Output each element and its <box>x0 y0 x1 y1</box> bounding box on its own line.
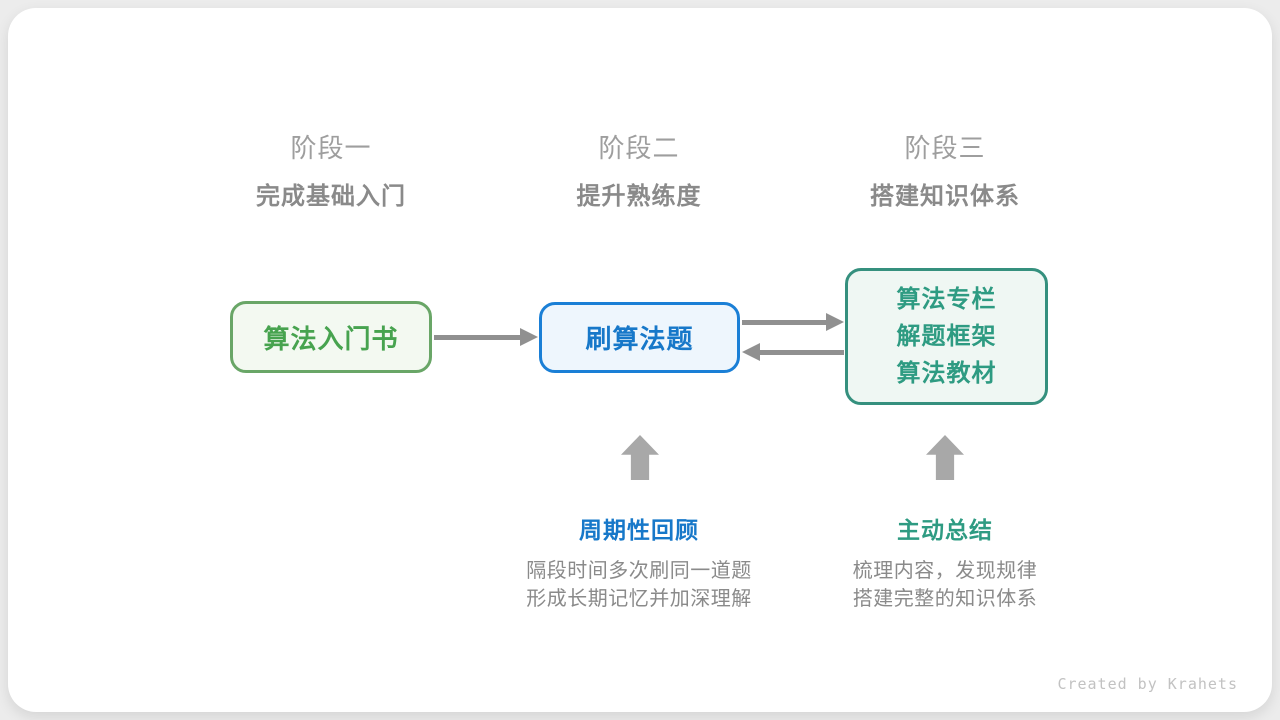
stage-1-label: 阶段一 <box>290 133 372 163</box>
node-resources-label-2: 解题框架 <box>896 323 997 350</box>
node-intro-book: 算法入门书 <box>230 301 432 373</box>
stage-2-label: 阶段二 <box>598 133 680 163</box>
node-resources: 算法专栏 解题框架 算法教材 <box>845 268 1048 405</box>
arrow-left-icon-resources-to-practice <box>742 343 844 361</box>
stage-3-subtitle: 搭建知识体系 <box>870 183 1020 210</box>
annotation-review-desc-line-1: 隔段时间多次刷同一道题 <box>526 560 752 582</box>
node-resources-label-3: 算法教材 <box>896 360 997 387</box>
credit-text: Created by Krahets <box>1057 675 1238 693</box>
arrow-head <box>742 343 760 361</box>
annotation-summarize-description: 梳理内容，发现规律 搭建完整的知识体系 <box>775 557 1115 613</box>
node-resources-label-1: 算法专栏 <box>896 286 997 313</box>
annotation-review-description: 隔段时间多次刷同一道题 形成长期记忆并加深理解 <box>469 557 809 613</box>
node-practice-label: 刷算法题 <box>585 324 694 354</box>
annotation-summarize-desc-line-2: 搭建完整的知识体系 <box>852 588 1038 610</box>
arrow-shaft <box>760 349 844 355</box>
arrow-shaft <box>742 319 826 325</box>
annotation-review-desc-line-2: 形成长期记忆并加深理解 <box>526 588 752 610</box>
stage-3-label: 阶段三 <box>904 133 986 163</box>
arrow-right-icon-practice-to-resources <box>742 313 844 331</box>
arrow-head <box>520 328 538 346</box>
annotation-summarize-desc-line-1: 梳理内容，发现规律 <box>852 560 1038 582</box>
annotation-summarize-title: 主动总结 <box>897 517 993 543</box>
stage-2-subtitle: 提升熟练度 <box>576 183 702 210</box>
arrow-right-icon-intro-to-practice <box>434 328 538 346</box>
stage-1-subtitle: 完成基础入门 <box>256 183 406 210</box>
node-practice: 刷算法题 <box>539 302 740 373</box>
node-intro-book-label: 算法入门书 <box>263 323 399 354</box>
arrow-head <box>826 313 844 331</box>
arrow-shaft <box>434 334 520 340</box>
annotation-review-title: 周期性回顾 <box>579 517 699 543</box>
